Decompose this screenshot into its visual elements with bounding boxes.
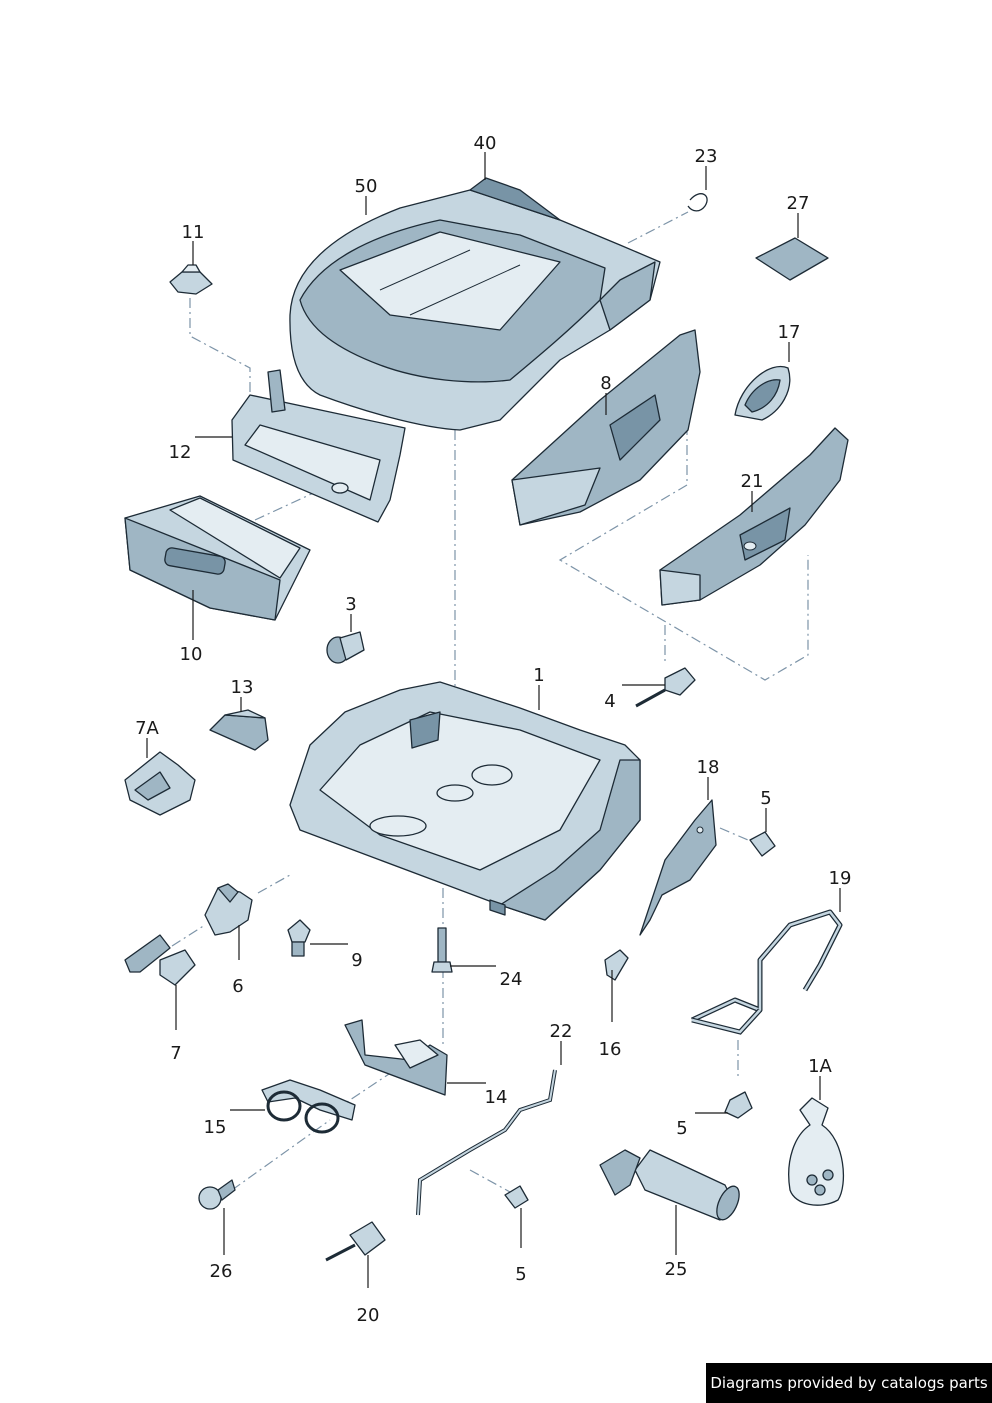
callout-16: 16 xyxy=(599,1039,622,1060)
part-8-side-trim xyxy=(511,329,701,526)
footer-credit: Diagrams provided by catalogs parts xyxy=(706,1363,992,1403)
callout-labels: 40 50 23 27 11 17 8 12 21 10 3 1 4 13 7A… xyxy=(135,133,851,1326)
part-21-side-trim xyxy=(659,427,849,606)
part-7-handle xyxy=(124,934,196,986)
callout-23: 23 xyxy=(695,146,718,167)
callout-5-right: 5 xyxy=(676,1118,687,1139)
part-16-clip xyxy=(604,949,629,981)
callout-5-upper: 5 xyxy=(760,788,771,809)
callout-22: 22 xyxy=(550,1021,573,1042)
part-4-screw xyxy=(635,667,696,708)
part-17-knob xyxy=(734,365,791,421)
callout-10: 10 xyxy=(180,644,203,665)
part-5-bolt-center xyxy=(504,1185,529,1209)
part-26-bolt xyxy=(198,1179,236,1210)
callout-26: 26 xyxy=(210,1261,233,1282)
part-18-bracket xyxy=(639,799,717,936)
part-5-bolt-upper xyxy=(749,831,776,857)
callout-6: 6 xyxy=(232,976,243,997)
callout-5-center: 5 xyxy=(515,1264,526,1285)
part-27-pad xyxy=(755,237,829,281)
part-7a-clip xyxy=(124,751,196,816)
callout-24: 24 xyxy=(500,969,523,990)
callout-20: 20 xyxy=(357,1305,380,1326)
part-22-cable xyxy=(416,1069,557,1216)
callout-8: 8 xyxy=(600,373,611,394)
part-11-nut xyxy=(169,264,213,295)
part-10-drawer xyxy=(124,495,311,621)
part-25-extinguisher xyxy=(599,1149,740,1221)
part-12-bracket xyxy=(231,369,406,523)
part-6-clip xyxy=(204,883,253,936)
callout-7a: 7A xyxy=(135,718,159,739)
callout-12: 12 xyxy=(169,442,192,463)
leader-lines xyxy=(146,152,841,1288)
part-50-seat-cushion xyxy=(289,177,661,431)
callout-50: 50 xyxy=(355,176,378,197)
part-13-lever xyxy=(209,709,269,751)
callout-4: 4 xyxy=(604,691,615,712)
part-9-screw xyxy=(287,919,311,957)
callout-13: 13 xyxy=(231,677,254,698)
part-15-holder xyxy=(261,1079,356,1134)
part-14-bracket xyxy=(344,1019,448,1096)
callout-9: 9 xyxy=(351,950,362,971)
part-1-seat-frame xyxy=(289,681,641,921)
part-19-wire xyxy=(690,909,843,1035)
callout-11: 11 xyxy=(182,222,205,243)
callout-15: 15 xyxy=(204,1117,227,1138)
part-5-bolt-right xyxy=(724,1091,753,1119)
part-20-screw xyxy=(325,1221,386,1262)
part-23-clip xyxy=(687,193,708,212)
callout-7: 7 xyxy=(170,1043,181,1064)
callout-25: 25 xyxy=(665,1259,688,1280)
callout-17: 17 xyxy=(778,322,801,343)
part-3-plug xyxy=(326,631,365,664)
callout-40: 40 xyxy=(474,133,497,154)
part-1a-bag xyxy=(788,1097,844,1206)
callout-3: 3 xyxy=(345,594,356,615)
part-24-bolt xyxy=(431,927,453,973)
callout-27: 27 xyxy=(787,193,810,214)
callout-1a: 1A xyxy=(808,1056,832,1077)
callout-19: 19 xyxy=(829,868,852,889)
callout-14: 14 xyxy=(485,1087,508,1108)
callout-18: 18 xyxy=(697,757,720,778)
callout-21: 21 xyxy=(741,471,764,492)
callout-1: 1 xyxy=(533,665,544,686)
